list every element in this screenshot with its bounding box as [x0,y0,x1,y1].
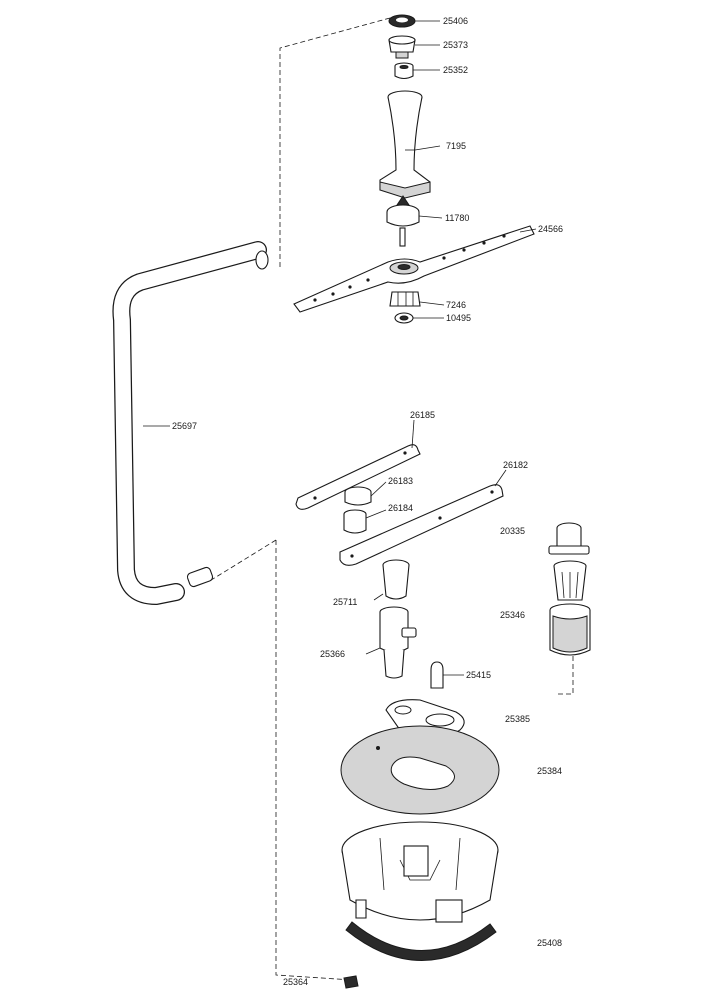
assembly-guide-lines [207,17,574,981]
label-25346: 25346 [500,610,525,620]
label-7195: 7195 [446,141,466,151]
part-26182-lower-spray-arm [339,484,504,566]
part-25352-bushing [394,62,414,80]
label-24566: 24566 [538,224,563,234]
label-25406: 25406 [443,16,468,26]
label-25352: 25352 [443,65,468,75]
label-10495: 10495 [446,313,471,323]
part-26184-hub [343,509,367,534]
part-25408-sump [341,821,499,961]
label-25385: 25385 [505,714,530,724]
part-10495-washer [394,312,414,324]
label-25384: 25384 [537,766,562,776]
part-25364-clip [343,975,359,989]
label-26182: 26182 [503,460,528,470]
label-25415: 25415 [466,670,491,680]
part-25346-filter-cartridge [549,560,591,656]
label-7246: 7246 [446,300,466,310]
label-25364: 25364 [283,977,308,987]
part-25697-supply-tube [112,241,269,605]
part-25415-cap [430,661,444,689]
part-labels: 25406 25373 25352 7195 11780 24566 7246 … [172,16,563,987]
label-26185: 26185 [410,410,435,420]
part-26183-nut [344,486,372,506]
label-26184: 26184 [388,503,413,513]
label-25697: 25697 [172,421,197,431]
part-25373-nut [388,35,416,59]
label-25366: 25366 [320,649,345,659]
part-25384-sieve-plate [340,725,500,815]
label-25373: 25373 [443,40,468,50]
label-11780: 11780 [445,213,469,223]
label-25711: 25711 [333,597,357,607]
label-26183: 26183 [388,476,413,486]
part-11780-hub [386,195,420,247]
part-24566-upper-spray-arm [293,225,535,313]
part-7195-spray-tube [379,90,431,199]
part-7246-nut [389,291,421,307]
part-25366-coupling [379,606,417,679]
part-20335-filter-top [548,522,590,555]
label-20335: 20335 [500,526,525,536]
part-25406-ring [388,14,416,28]
leader-lines [143,20,537,676]
label-25408: 25408 [537,938,562,948]
part-26185-spray-arm-insert [295,444,421,510]
part-25711-spray-tube [382,559,410,600]
